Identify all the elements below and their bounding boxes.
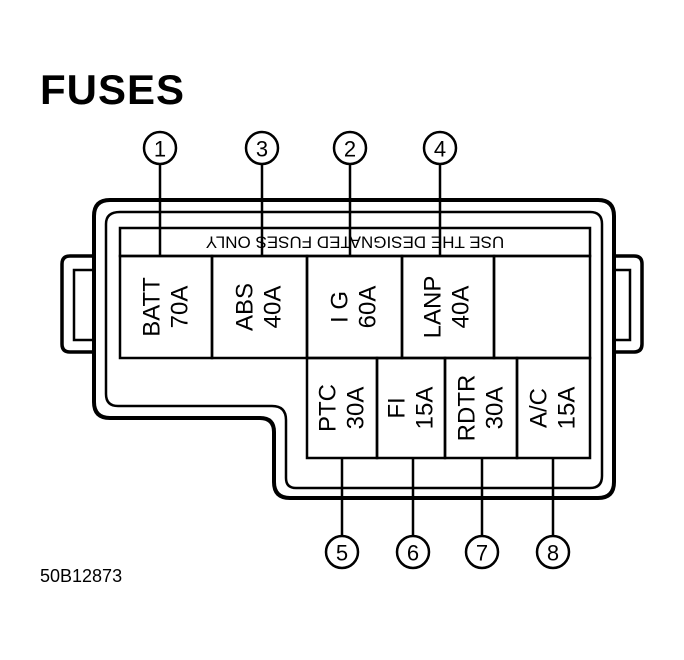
callout-number-3: 3 (256, 137, 268, 162)
left-mounting-tab (60, 254, 94, 354)
fuse-amp-rdtr: 30A (482, 387, 509, 430)
diagram-title: FUSES (40, 66, 186, 113)
fuse-amp-batt: 70A (167, 286, 194, 329)
fuse-box-outer-housing (92, 198, 616, 500)
callout-circle-5 (324, 534, 360, 570)
callout-number-1: 1 (154, 137, 166, 162)
fuse-name-rdtr: RDTR (454, 375, 481, 442)
callout-circle-3 (244, 130, 280, 166)
fuse-name-ptc: PTC (315, 384, 342, 432)
fuse-box-inner-wall (104, 210, 604, 490)
fuse-name-abs: ABS (232, 283, 259, 331)
fuse-name-batt: BATT (139, 277, 166, 337)
fuse-slot-empty (492, 254, 592, 360)
figure-reference: 50B12873 (40, 566, 123, 586)
callout-number-7: 7 (476, 541, 488, 566)
fuse-amp-ig: 60A (355, 286, 382, 329)
fuse-name-fi: FI (384, 397, 411, 418)
right-mounting-tab-inner (614, 268, 632, 342)
fuse-name-ig: I G (327, 291, 354, 323)
callout-number-5: 5 (336, 541, 348, 566)
callout-circle-1 (142, 130, 178, 166)
fuse-amp-ptc: 30A (343, 387, 370, 430)
callout-number-2: 2 (344, 137, 356, 162)
callout-number-8: 8 (547, 541, 559, 566)
callout-circle-8 (535, 534, 571, 570)
fuse-amp-abs: 40A (260, 286, 287, 329)
warning-label: USE THE DESIGNATED FUSES ONLY (206, 233, 505, 252)
fuse-name-lanp: LANP (420, 276, 447, 339)
callout-circle-6 (395, 534, 431, 570)
callout-circle-4 (422, 130, 458, 166)
fuse-amp-fi: 15A (412, 387, 439, 430)
fuse-amp-lanp: 40A (448, 286, 475, 329)
fuse-amp-ac: 15A (554, 387, 581, 430)
fuse-name-ac: A/C (526, 388, 553, 428)
callout-circle-7 (464, 534, 500, 570)
right-mounting-tab (614, 254, 644, 354)
left-mounting-tab-inner (72, 268, 94, 342)
callout-number-4: 4 (434, 137, 446, 162)
callout-circle-2 (332, 130, 368, 166)
callout-number-6: 6 (407, 541, 419, 566)
